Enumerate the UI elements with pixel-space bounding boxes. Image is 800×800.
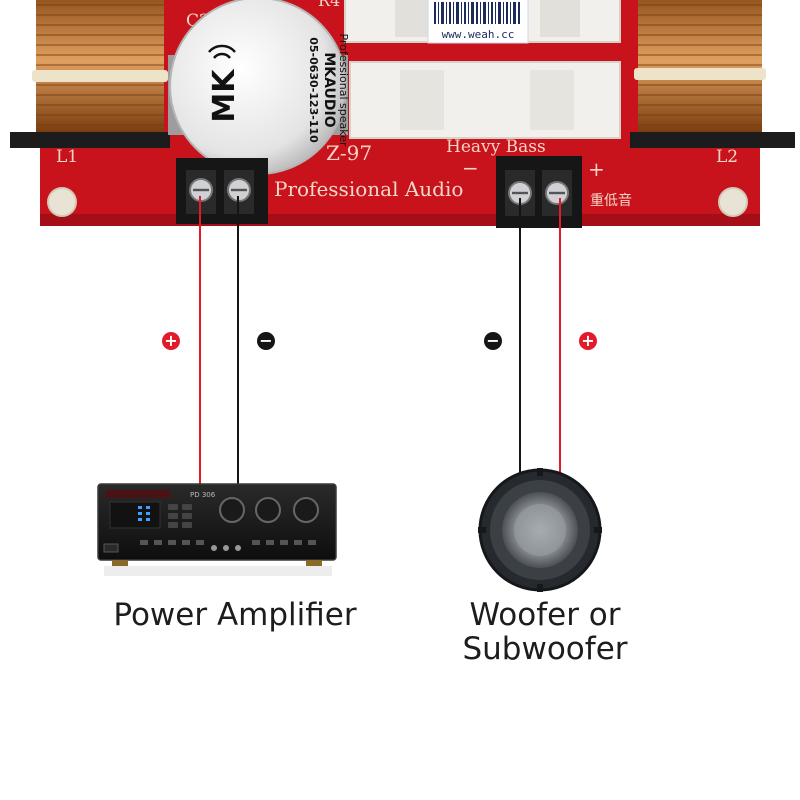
label-r4: R4 bbox=[318, 0, 340, 10]
professional-audio-label: Professional Audio bbox=[274, 177, 463, 201]
ceramic-resistor-bottom bbox=[350, 62, 620, 138]
terminal-block-bass bbox=[496, 156, 582, 228]
power-amplifier: PD 306 bbox=[98, 484, 336, 576]
mount-hole-right bbox=[719, 188, 747, 216]
inductor-l2 bbox=[630, 0, 795, 148]
crossover-board: www.weah.cc C2 R4 L1 L2 Z-97 Professiona… bbox=[10, 0, 795, 228]
amp-knob-3 bbox=[294, 498, 318, 522]
amp-knob-2 bbox=[256, 498, 280, 522]
capacitor-tagline: Professional speaker bbox=[337, 33, 350, 147]
woofer-caption: Woofer or Subwoofer bbox=[420, 598, 670, 666]
amp-brand-label: PD 306 bbox=[190, 491, 216, 499]
woofer-caption-line1: Woofer or bbox=[420, 598, 670, 632]
mk-logo-icon: MK bbox=[207, 68, 242, 123]
svg-text:MK: MK bbox=[207, 68, 242, 123]
capacitor-brand: MKAUDIO bbox=[321, 52, 337, 127]
woofer-caption-line2: Subwoofer bbox=[420, 632, 670, 666]
amp-plus-marker: + bbox=[162, 332, 180, 350]
amp-minus-marker: − bbox=[257, 332, 275, 350]
woofer-plus-marker: + bbox=[579, 332, 597, 350]
pcb-bottom-edge bbox=[40, 214, 760, 226]
amp-knob-1 bbox=[220, 498, 244, 522]
heavy-bass-label: Heavy Bass bbox=[446, 137, 546, 157]
inductor-l1 bbox=[10, 0, 170, 148]
mount-hole-left bbox=[48, 188, 76, 216]
label-l2: L2 bbox=[716, 147, 738, 167]
barcode-sticker: www.weah.cc bbox=[428, 0, 528, 43]
amp-display bbox=[110, 502, 160, 528]
terminal-plus-sign: + bbox=[588, 157, 605, 181]
woofer-speaker bbox=[478, 468, 602, 592]
power-amplifier-caption: Power Amplifier bbox=[60, 598, 410, 632]
website-text: www.weah.cc bbox=[442, 28, 515, 41]
chinese-bass-label: 重低音 bbox=[590, 192, 632, 209]
woofer-minus-marker: − bbox=[484, 332, 502, 350]
terminal-block-input bbox=[176, 158, 268, 224]
terminal-minus-sign: − bbox=[462, 156, 479, 180]
label-l1: L1 bbox=[56, 147, 78, 167]
capacitor-part-number: 05-0630-123-110 bbox=[307, 37, 320, 143]
